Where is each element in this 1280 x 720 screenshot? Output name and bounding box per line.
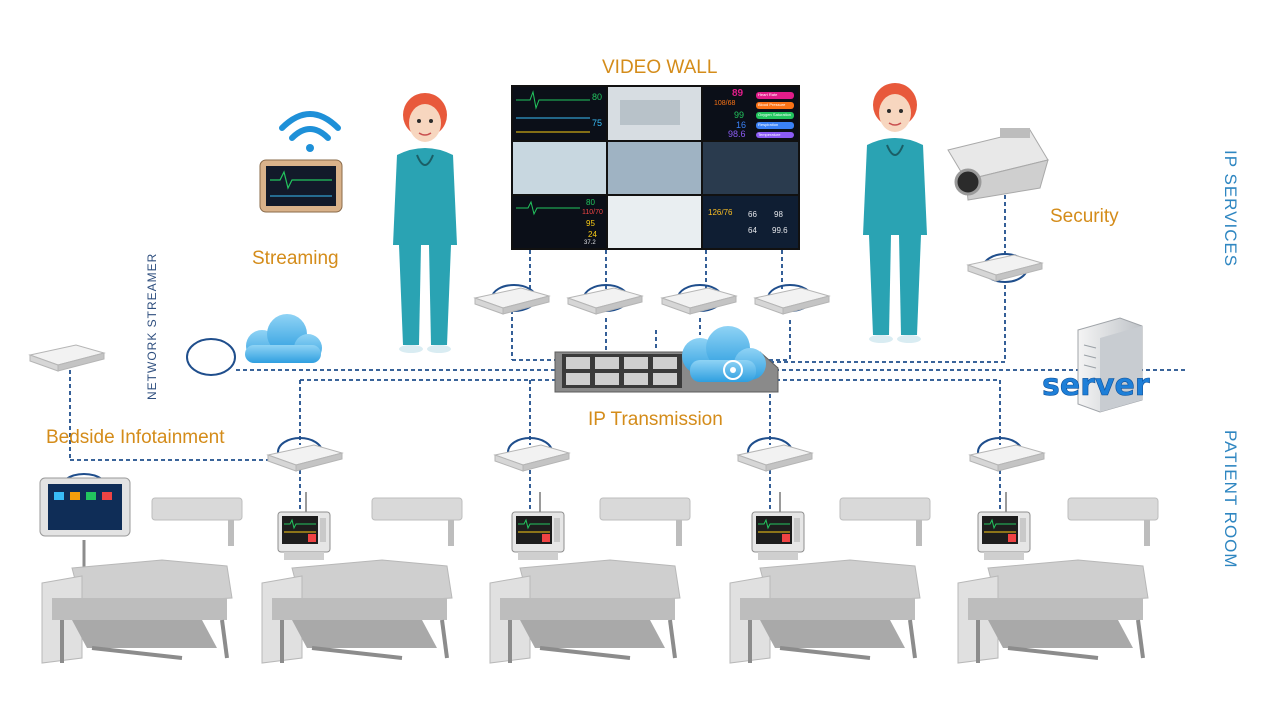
vw-tag-3: Oxygen Saturation <box>758 112 792 117</box>
wifi-icon <box>279 111 341 152</box>
patient-monitor-3 <box>751 491 805 561</box>
ip-services-label: IP SERVICES <box>1221 150 1240 268</box>
patient-monitor-1 <box>277 491 331 561</box>
security-label: Security <box>1050 206 1119 227</box>
bedside-infotainment-device <box>39 477 131 575</box>
vw-tag-2: Blood Pressure <box>758 102 786 107</box>
vw-bp-panel: 126/76 <box>708 208 733 217</box>
security-camera <box>947 128 1049 201</box>
cloud-icon <box>245 314 322 363</box>
vw-panel-val-3: 64 <box>748 226 757 235</box>
nurse-left <box>392 92 458 354</box>
ip-transmission-label: IP Transmission <box>588 409 723 430</box>
vw-bottom-4: 24 <box>588 230 597 239</box>
server-icon <box>1077 317 1143 413</box>
vw-vital-4: 16 <box>736 120 747 130</box>
vw-vital-1: 89 <box>732 88 744 99</box>
patient-room-label: PATIENT ROOM <box>1221 430 1240 569</box>
server-label: server <box>1042 368 1150 403</box>
vw-panel-val-4: 99.6 <box>772 226 788 235</box>
vw-bottom-3: 95 <box>586 219 595 228</box>
streaming-tablet <box>259 159 343 213</box>
vw-vital-3: 99 <box>734 110 745 120</box>
vw-spo2-top: 75 <box>592 118 603 128</box>
patient-monitor-2 <box>511 491 565 561</box>
vw-vital-2: 108/68 <box>714 100 736 107</box>
vw-vital-5: 98.6 <box>728 129 746 139</box>
vw-bottom-5: 37.2 <box>584 240 596 246</box>
patient-monitor-4 <box>977 491 1031 561</box>
vw-hr-top: 80 <box>592 92 603 102</box>
bedside-infotainment-label: Bedside Infotainment <box>46 427 225 448</box>
vw-bottom-2: 110/70 <box>582 209 603 216</box>
vw-panel-val-2: 98 <box>774 210 783 219</box>
vw-tag-4: Respiration <box>758 122 779 127</box>
vw-tag-1: Heart Rate <box>758 92 778 97</box>
vw-bottom-1: 80 <box>586 198 595 207</box>
video-wall <box>511 85 800 250</box>
vw-panel-val-1: 66 <box>748 210 757 219</box>
video-wall-label: VIDEO WALL <box>602 57 718 78</box>
network-streamer-label: NETWORK STREAMER <box>145 252 159 400</box>
cloud-icon-switch <box>682 326 766 382</box>
nurse-right <box>862 82 928 344</box>
vw-tag-5: Temperature <box>758 132 781 137</box>
streaming-label: Streaming <box>252 248 339 269</box>
